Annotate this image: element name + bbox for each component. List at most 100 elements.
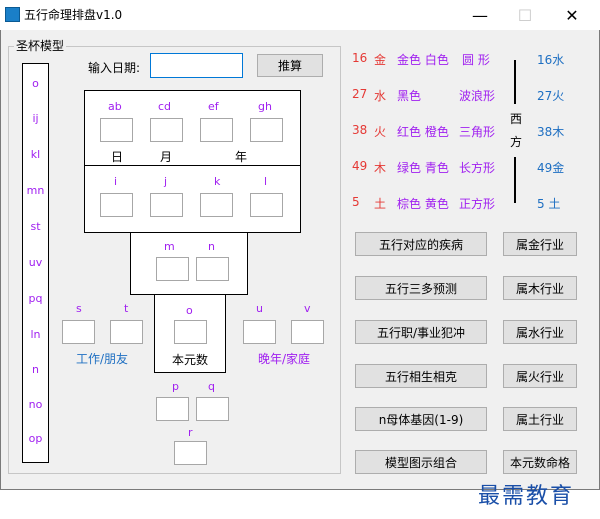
app-window: [0, 0, 600, 490]
cell-label-cd: cd: [158, 100, 172, 113]
core-caption: 本元数: [172, 353, 209, 367]
wood-industry-button[interactable]: 属木行业: [503, 276, 577, 300]
cell-label-n: n: [208, 240, 215, 253]
day-label: 日: [111, 150, 124, 164]
cell-v-field[interactable]: [291, 320, 324, 344]
cell-label-ef: ef: [208, 100, 219, 113]
fate-pattern-button[interactable]: 本元数命格: [503, 450, 577, 474]
top-grid-divider: [84, 165, 301, 166]
sidebar-item[interactable]: op: [28, 432, 43, 445]
cell-p-field[interactable]: [156, 397, 189, 421]
cell-t-field[interactable]: [110, 320, 143, 344]
cell-j-field[interactable]: [150, 193, 183, 217]
cell-n-field[interactable]: [196, 257, 229, 281]
cell-u-field[interactable]: [243, 320, 276, 344]
app-icon: [5, 7, 20, 22]
sidebar-item[interactable]: ij: [32, 112, 39, 125]
element-shape: 长方形: [459, 161, 496, 175]
sidebar-item[interactable]: o: [32, 77, 39, 90]
element-right: 38木: [537, 125, 565, 139]
sidebar-item[interactable]: kl: [30, 148, 41, 161]
cell-gh-field[interactable]: [250, 118, 283, 142]
minimize-icon[interactable]: —: [472, 5, 488, 25]
sidebar-item[interactable]: mn: [26, 184, 45, 197]
calculate-button[interactable]: 推算: [257, 54, 323, 77]
earth-industry-button[interactable]: 属土行业: [503, 407, 577, 431]
cell-label-i: i: [114, 175, 118, 188]
element-name: 水: [374, 89, 387, 103]
element-num: 27: [352, 87, 368, 101]
element-shape: 正方形: [459, 197, 496, 211]
title-bar: [0, 0, 600, 30]
cell-l-field[interactable]: [250, 193, 283, 217]
date-input[interactable]: [150, 53, 243, 78]
west-label-2: 方: [510, 135, 523, 149]
maximize-icon[interactable]: ☐: [517, 5, 533, 25]
cell-label-k: k: [214, 175, 221, 188]
cell-label-m: m: [164, 240, 175, 253]
date-label: 输入日期:: [88, 61, 141, 75]
cell-label-s: s: [76, 302, 82, 315]
cell-k-field[interactable]: [200, 193, 233, 217]
element-shape: 三角形: [459, 125, 496, 139]
cell-ef-field[interactable]: [200, 118, 233, 142]
cell-o-field[interactable]: [174, 320, 207, 344]
sidebar-item[interactable]: st: [30, 220, 41, 233]
late-years-caption: 晚年/家庭: [258, 352, 311, 366]
element-right: 27火: [537, 89, 565, 103]
group-box: [8, 46, 341, 474]
cell-label-l: l: [264, 175, 268, 188]
watermark: 最需教育: [478, 484, 575, 509]
gene-button[interactable]: n母体基因(1-9): [355, 407, 487, 431]
sidebar-item[interactable]: pq: [28, 292, 43, 305]
sidebar-item[interactable]: ln: [30, 328, 41, 341]
element-right: 16水: [537, 53, 565, 67]
element-num: 16: [352, 51, 368, 65]
sidebar-item[interactable]: no: [28, 398, 43, 411]
cell-s-field[interactable]: [62, 320, 95, 344]
work-friends-caption: 工作/朋友: [76, 352, 129, 366]
element-num: 38: [352, 123, 368, 137]
disease-button[interactable]: 五行对应的疾病: [355, 232, 487, 256]
element-name: 金: [374, 53, 387, 67]
element-right: 49金: [537, 161, 565, 175]
cell-label-u: u: [256, 302, 263, 315]
element-colors: 棕色 黄色: [397, 197, 449, 211]
cell-m-field[interactable]: [156, 257, 189, 281]
cell-ab-field[interactable]: [100, 118, 133, 142]
cell-q-field[interactable]: [196, 397, 229, 421]
cell-label-gh: gh: [258, 100, 272, 113]
west-divider-bottom: [514, 157, 516, 203]
close-icon[interactable]: ✕: [565, 5, 579, 25]
fire-industry-button[interactable]: 属火行业: [503, 364, 577, 388]
sidebar-item[interactable]: n: [32, 363, 39, 376]
year-label: 年: [235, 150, 248, 164]
cell-label-q: q: [208, 380, 215, 393]
element-name: 火: [374, 125, 387, 139]
element-shape: 波浪形: [459, 89, 496, 103]
cell-label-o: o: [186, 304, 193, 317]
group-label: 圣杯模型: [14, 37, 67, 54]
element-colors: 绿色 青色: [397, 161, 449, 175]
cell-label-p: p: [172, 380, 179, 393]
cell-r-field[interactable]: [174, 441, 207, 465]
element-num: 5: [352, 195, 360, 209]
career-button[interactable]: 五行职/事业犯冲: [355, 320, 487, 344]
cell-label-ab: ab: [108, 100, 122, 113]
cell-label-v: v: [304, 302, 311, 315]
model-combo-button[interactable]: 模型图示组合: [355, 450, 487, 474]
element-colors: 黑色: [397, 89, 422, 103]
water-industry-button[interactable]: 属水行业: [503, 320, 577, 344]
element-colors: 红色 橙色: [397, 125, 449, 139]
window-title: 五行命理排盘v1.0: [24, 8, 123, 22]
cell-cd-field[interactable]: [150, 118, 183, 142]
forecast-button[interactable]: 五行三多预测: [355, 276, 487, 300]
middle-box: [130, 232, 248, 295]
metal-industry-button[interactable]: 属金行业: [503, 232, 577, 256]
sidebar-item[interactable]: uv: [28, 256, 43, 269]
cell-i-field[interactable]: [100, 193, 133, 217]
generation-button[interactable]: 五行相生相克: [355, 364, 487, 388]
west-label-1: 西: [510, 112, 523, 126]
element-shape: 圆 形: [462, 53, 490, 67]
element-right: 5 土: [537, 197, 561, 211]
